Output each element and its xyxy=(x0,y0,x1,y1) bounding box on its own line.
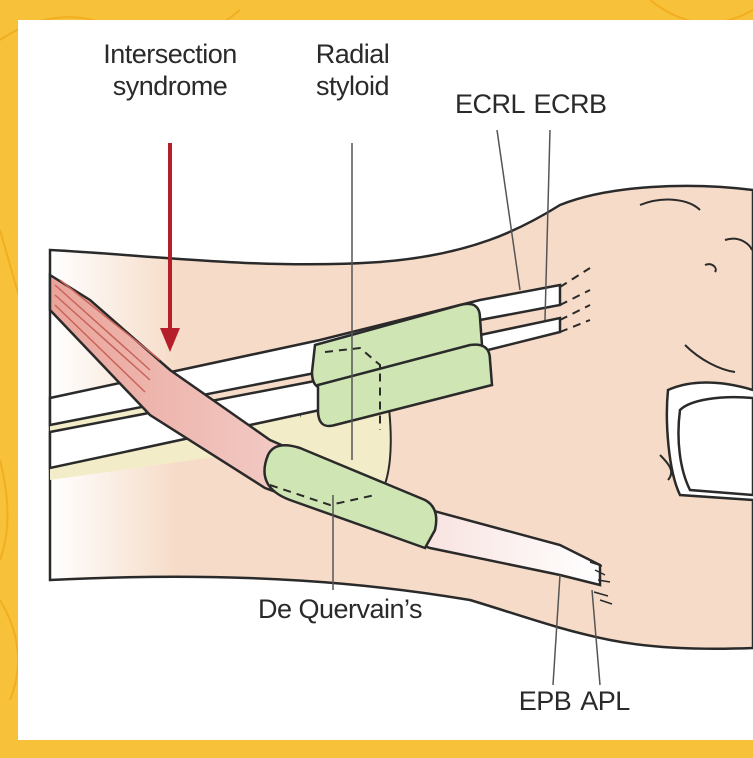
label-ecrl: ECRL xyxy=(445,88,535,120)
label-ecrb: ECRB xyxy=(525,88,615,120)
label-de-quervains: De Quervain’s xyxy=(235,593,445,625)
label-apl: APL xyxy=(570,685,640,717)
label-radial-styloid: Radial styloid xyxy=(295,38,410,103)
label-intersection-syndrome: Intersection syndrome xyxy=(90,38,250,103)
thumb-gap xyxy=(678,397,753,495)
